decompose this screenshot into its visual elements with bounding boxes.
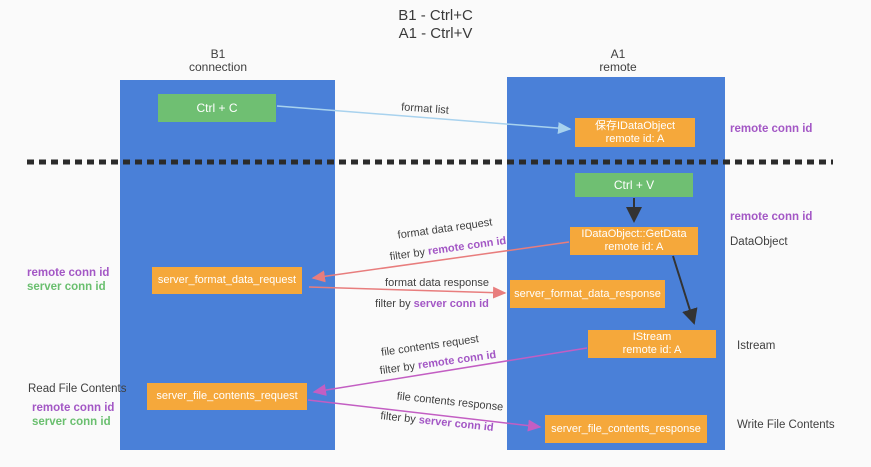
column-header-b1: B1 connection [158, 48, 278, 74]
left-read-file-contents-label: Read File Contents [28, 383, 127, 395]
label-filter-by-server-1: filter by server conn id [375, 298, 489, 310]
idataobject-getdata-box: IDataObject::GetData remote id: A [570, 227, 698, 255]
title-line-1: B1 - Ctrl+C [398, 7, 473, 24]
left-remote-conn-id-bottom: remote conn id [32, 402, 115, 414]
server-format-data-request-label: server_format_data_request [157, 274, 297, 286]
right-remote-conn-id-mid: remote conn id [730, 211, 813, 223]
left-server-conn-id-bottom: server conn id [32, 416, 111, 428]
getdata-remote-id: remote id: A [604, 241, 664, 253]
istream-remote-id: remote id: A [622, 344, 682, 356]
ctrl-c-label: Ctrl + C [196, 100, 238, 115]
label-file-contents-response: file contents response [396, 390, 504, 414]
server-file-contents-response-label: server_file_contents_response [551, 422, 701, 435]
istream-line1: IStream [632, 331, 672, 343]
filter-by-text: filter by [379, 410, 420, 427]
server-file-contents-request-label: server_file_contents_request [156, 390, 298, 402]
save-idataobject-line1: 保存IDataObject [594, 119, 676, 132]
save-idataobject-box: 保存IDataObject remote id: A [575, 118, 695, 147]
column-b1-role: connection [188, 60, 248, 74]
label-format-list: format list [400, 101, 450, 117]
server-format-data-response-box: server_format_data_response [510, 280, 665, 308]
server-conn-id-text: server conn id [418, 414, 495, 434]
save-idataobject-remote-id: remote id: A [605, 132, 665, 145]
filter-by-text: filter by [379, 359, 419, 378]
server-format-data-response-label: server_format_data_response [514, 287, 661, 300]
right-remote-conn-id-top: remote conn id [730, 123, 813, 135]
ctrl-c-box: Ctrl + C [158, 94, 276, 122]
column-a1-name: A1 [610, 47, 626, 61]
column-b1-name: B1 [210, 47, 226, 61]
remote-conn-id-text: remote conn id [417, 348, 497, 372]
title-line-2: A1 - Ctrl+V [398, 25, 473, 42]
ctrl-v-label: Ctrl + V [613, 177, 655, 192]
ctrl-v-box: Ctrl + V [575, 173, 693, 197]
right-istream-label: Istream [737, 340, 776, 352]
filter-by-text: filter by [375, 298, 414, 310]
column-a1-role: remote [599, 60, 637, 74]
left-server-conn-id-mid: server conn id [27, 281, 106, 293]
server-file-contents-request-box: server_file_contents_request [147, 383, 307, 410]
istream-box: IStream remote id: A [588, 330, 716, 358]
diagram-title: B1 - Ctrl+C A1 - Ctrl+V [0, 7, 871, 43]
left-remote-conn-id-mid: remote conn id [27, 267, 110, 279]
column-header-a1: A1 remote [558, 48, 678, 74]
filter-by-text: filter by [389, 245, 429, 264]
label-format-data-response: format data response [385, 277, 489, 289]
server-format-data-request-box: server_format_data_request [152, 267, 302, 294]
label-filter-by-server-2: filter by server conn id [380, 410, 494, 434]
server-file-contents-response-box: server_file_contents_response [545, 415, 707, 443]
getdata-line1: IDataObject::GetData [581, 228, 687, 240]
remote-conn-id-text: remote conn id [427, 234, 507, 258]
right-dataobject-label: DataObject [730, 236, 788, 248]
server-conn-id-text: server conn id [413, 298, 489, 310]
right-write-file-contents-label: Write File Contents [737, 419, 835, 431]
